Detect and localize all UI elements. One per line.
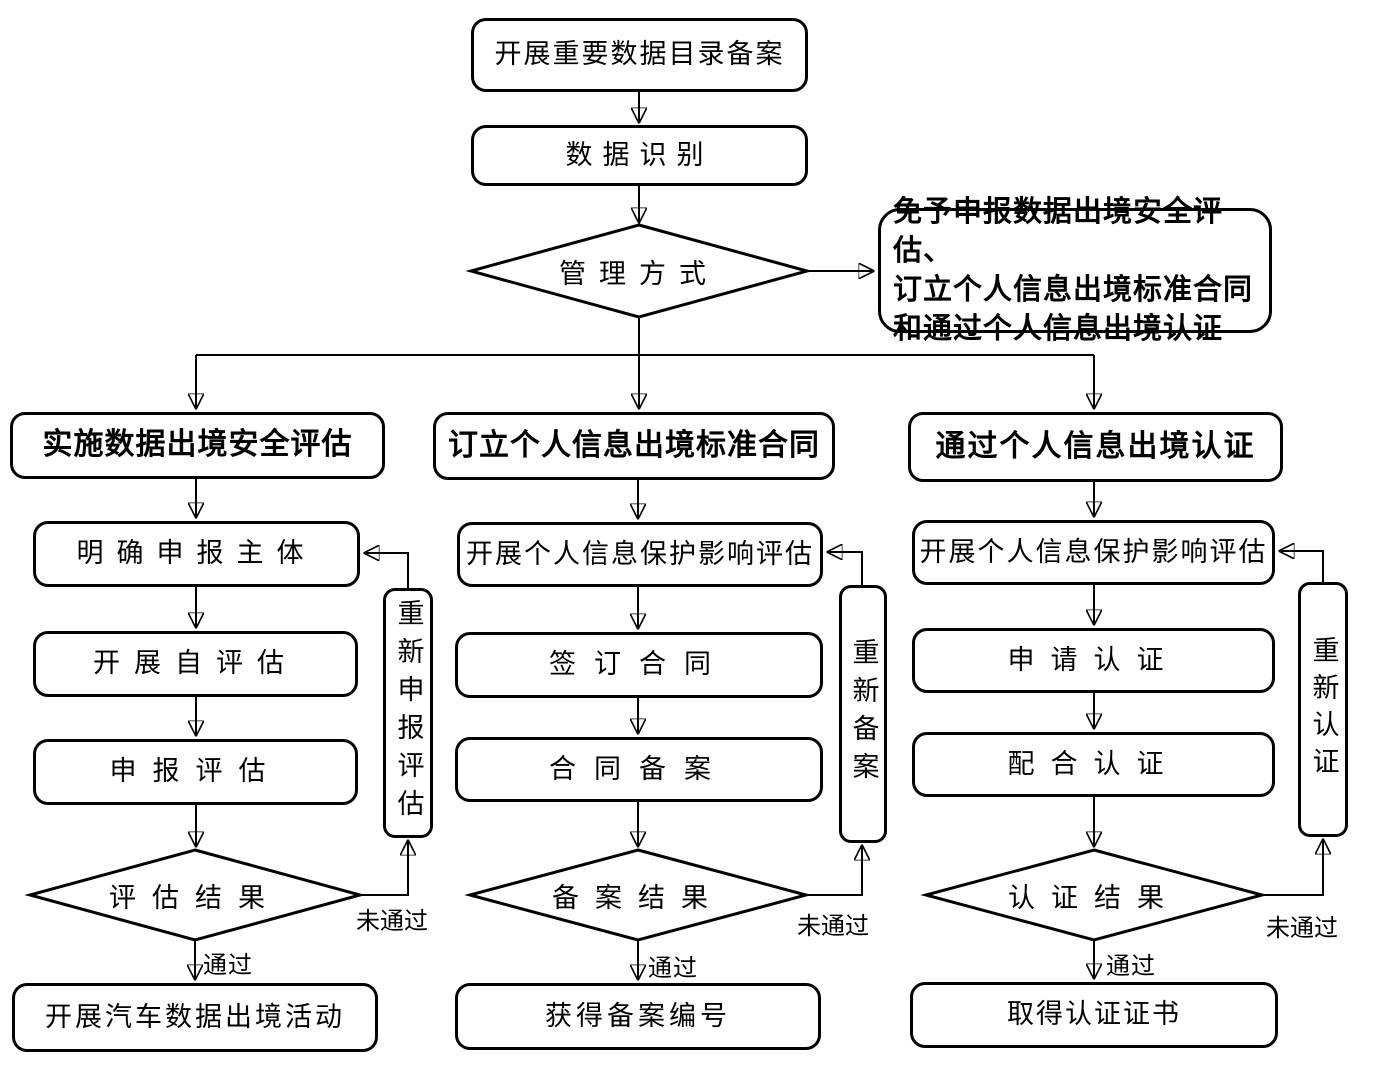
node-col3-apply-certification: 申请认证 <box>912 628 1275 693</box>
exemption-line-1: 免予申报数据出境安全评估、 <box>893 195 1224 267</box>
arrow-col2-loop-to-step1 <box>829 552 863 585</box>
node-col3-obtain-certificate: 取得认证证书 <box>910 982 1278 1048</box>
decision-management-mode-diamond <box>465 223 813 319</box>
arrow-col3-loop-to-step1 <box>1281 551 1324 582</box>
node-col1-identify-declaring-entity: 明确申报主体 <box>33 521 360 587</box>
node-exemption: 免予申报数据出境安全评估、 订立个人信息出境标准合同 和通过个人信息出境认证 <box>878 196 1272 345</box>
node-col2-sign-contract: 签订合同 <box>455 632 823 698</box>
exemption-line-3: 和通过个人信息出境认证 <box>893 312 1224 345</box>
node-col1-carry-out-data-export: 开展汽车数据出境活动 <box>12 983 378 1052</box>
edge-label-col3-fail: 未通过 <box>1266 914 1338 942</box>
node-data-identification: 数据识别 <box>471 125 808 186</box>
edge-label-col1-fail: 未通过 <box>356 907 428 935</box>
node-col1-loop-redeclare-assessment: 重新申报评估 <box>383 588 433 838</box>
decision-certification-result-label: 认证结果 <box>1008 882 1180 914</box>
arrow-col2-fail-to-loop <box>806 847 862 896</box>
node-col2-header-standard-contract: 订立个人信息出境标准合同 <box>433 412 835 480</box>
edge-label-col3-pass: 通过 <box>1106 952 1156 980</box>
decision-filing-result-diamond <box>464 848 812 942</box>
arrow-col3-fail-to-loop <box>1262 841 1323 896</box>
node-col2-obtain-filing-number: 获得备案编号 <box>455 983 821 1050</box>
node-col1-declare-assessment: 申报评估 <box>33 739 358 805</box>
decision-assessment-result-label: 评估结果 <box>109 882 281 914</box>
node-important-data-catalog-filing: 开展重要数据目录备案 <box>471 18 808 92</box>
exemption-line-2: 订立个人信息出境标准合同 <box>893 273 1254 306</box>
edge-label-col1-pass: 通过 <box>203 951 253 979</box>
edge-label-col2-fail: 未通过 <box>797 912 869 940</box>
node-col2-contract-filing: 合同备案 <box>455 737 823 802</box>
node-col2-loop-refile: 重新备案 <box>839 585 887 843</box>
node-col3-loop-recertify: 重新认证 <box>1298 582 1348 837</box>
arrow-col1-fail-to-loop <box>360 842 408 896</box>
decision-filing-result-label: 备案结果 <box>552 882 724 914</box>
node-col1-header-security-assessment: 实施数据出境安全评估 <box>10 412 385 479</box>
edge-label-col2-pass: 通过 <box>648 954 698 982</box>
decision-certification-result-diamond <box>920 848 1268 942</box>
arrow-col1-loop-to-step1 <box>366 553 409 588</box>
node-col1-self-assessment: 开展自评估 <box>33 631 358 697</box>
node-col2-pia-assessment: 开展个人信息保护影响评估 <box>457 522 823 587</box>
decision-management-mode-label: 管理方式 <box>559 258 719 290</box>
node-col3-pia-assessment: 开展个人信息保护影响评估 <box>912 520 1275 585</box>
node-col3-header-certification: 通过个人信息出境认证 <box>908 412 1283 482</box>
decision-assessment-result-diamond <box>24 848 366 942</box>
node-col3-cooperate-certification: 配合认证 <box>912 732 1275 797</box>
